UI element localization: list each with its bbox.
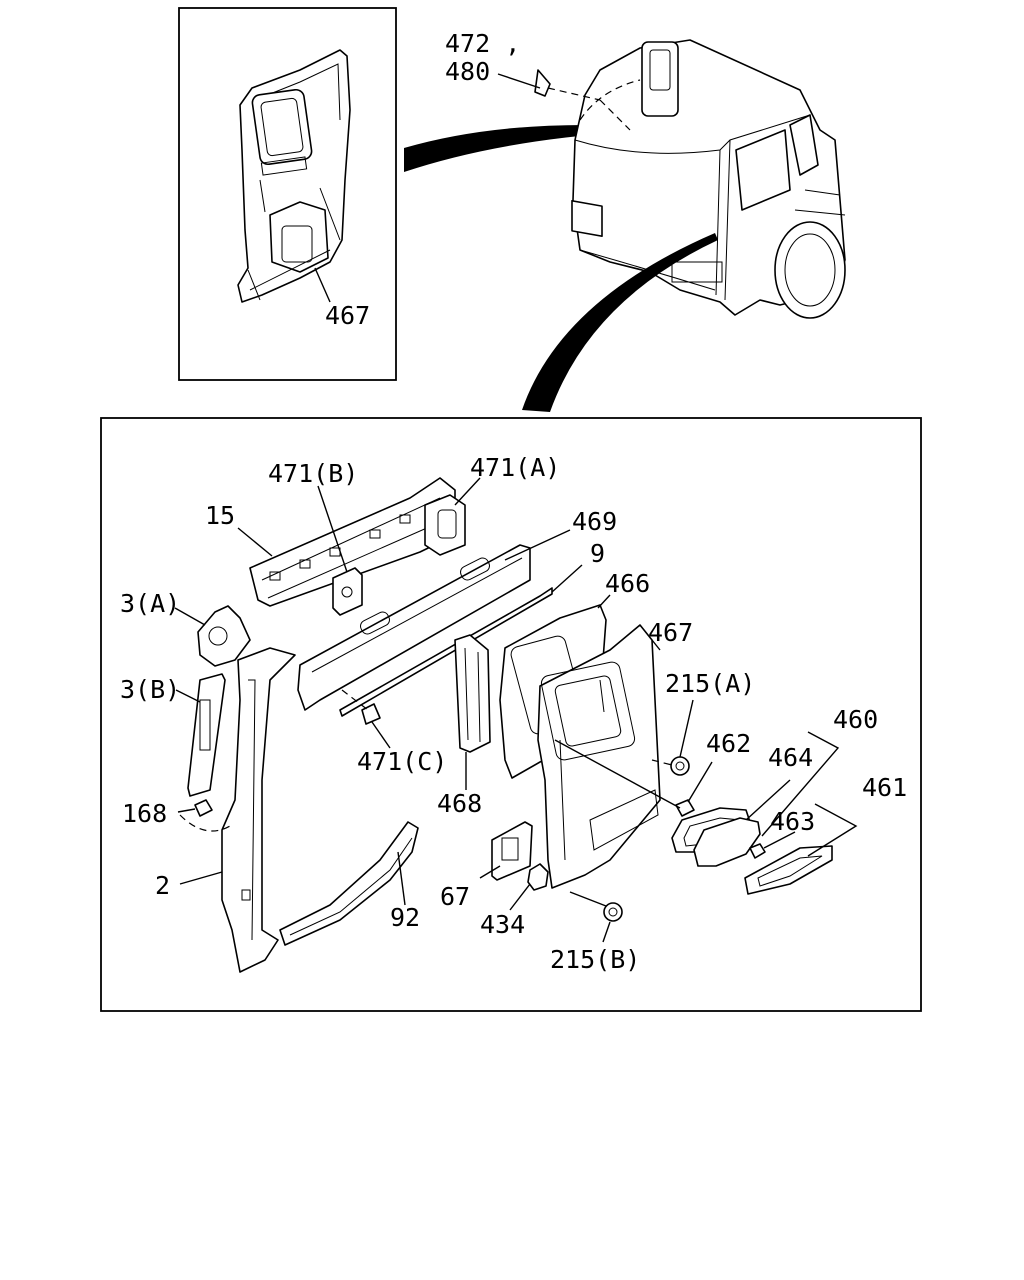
label-67: 67 — [440, 882, 470, 911]
part-471a: 471(A) — [424, 453, 560, 556]
label-472: 472 , — [445, 29, 520, 58]
label-215b: 215(B) — [550, 945, 640, 974]
label-434: 434 — [480, 910, 525, 939]
part-9: 9 — [339, 539, 605, 717]
part-463: 463 — [749, 807, 815, 859]
label-463: 463 — [770, 807, 815, 836]
label-15: 15 — [205, 501, 235, 530]
inset-detail: 467 — [178, 7, 397, 381]
part-92: 92 — [279, 821, 420, 946]
part-215b: 215(B) — [550, 891, 640, 974]
part-3a: 3(A) — [120, 589, 251, 667]
part-471c: 471(C) — [341, 689, 447, 776]
label-462: 462 — [706, 729, 751, 758]
label-3b: 3(B) — [120, 675, 180, 704]
part-215a: 215(A) — [651, 669, 755, 776]
part-462: 462 — [554, 729, 751, 817]
part-460: 460 — [693, 705, 878, 867]
truck-overview: 472 , 480 — [445, 29, 846, 319]
label-464: 464 — [768, 743, 813, 772]
part-461: 461 — [744, 773, 907, 895]
label-471a: 471(A) — [470, 453, 560, 482]
part-67: 67 — [440, 821, 533, 911]
callout-swoosh-top — [404, 124, 630, 172]
label-469: 469 — [572, 507, 617, 536]
label-471c: 471(C) — [357, 747, 447, 776]
part-471b: 471(B) — [268, 459, 363, 616]
part-434: 434 — [480, 863, 549, 939]
part-168: 168 — [122, 799, 231, 832]
label-467-inset: 467 — [325, 301, 370, 330]
label-168: 168 — [122, 799, 167, 828]
label-461: 461 — [862, 773, 907, 802]
callout-swoosh-bottom — [522, 233, 718, 412]
label-460: 460 — [833, 705, 878, 734]
label-215a: 215(A) — [665, 669, 755, 698]
label-471b: 471(B) — [268, 459, 358, 488]
part-15: 15 — [205, 477, 456, 607]
part-467: 467 — [537, 618, 693, 889]
label-468: 468 — [437, 789, 482, 818]
part-3b: 3(B) — [120, 673, 226, 797]
main-diagram-frame — [100, 417, 922, 1012]
label-9: 9 — [590, 539, 605, 568]
label-467: 467 — [648, 618, 693, 647]
part-468: 468 — [437, 634, 491, 818]
label-466: 466 — [605, 569, 650, 598]
label-2: 2 — [155, 871, 170, 900]
label-480: 480 — [445, 57, 490, 86]
label-3a: 3(A) — [120, 589, 180, 618]
part-469: 469 — [297, 507, 617, 711]
label-92: 92 — [390, 903, 420, 932]
part-2: 2 — [155, 647, 296, 973]
